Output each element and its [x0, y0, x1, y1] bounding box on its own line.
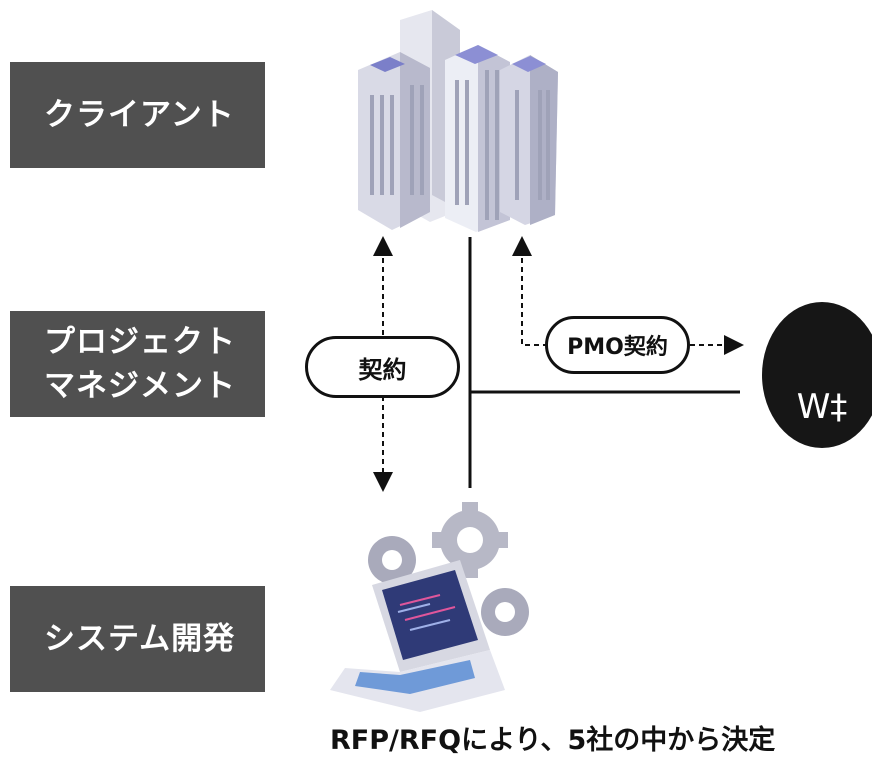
pmo-arrow-left	[512, 236, 548, 346]
role-client: クライアント	[10, 62, 265, 168]
role-pm-label: プロジェクト マネジメント	[44, 324, 236, 404]
contract-pill: 契約	[305, 336, 460, 398]
role-client-label: クライアント	[44, 97, 235, 133]
caption: RFP/RFQにより、5社の中から決定	[330, 725, 776, 756]
laptop-gears-icon	[330, 502, 529, 712]
role-dev-label: システム開発	[44, 621, 236, 657]
pmo-contract-label: PMO契約	[567, 335, 668, 360]
pmo-contract-pill: PMO契約	[545, 316, 690, 374]
role-project-management: プロジェクト マネジメント	[10, 311, 265, 417]
contract-label: 契約	[358, 355, 407, 384]
egg-logo-icon: W‡	[762, 302, 872, 448]
egg-logo-text: W‡	[797, 387, 848, 427]
buildings-icon	[358, 10, 558, 232]
role-system-development: システム開発	[10, 586, 265, 692]
